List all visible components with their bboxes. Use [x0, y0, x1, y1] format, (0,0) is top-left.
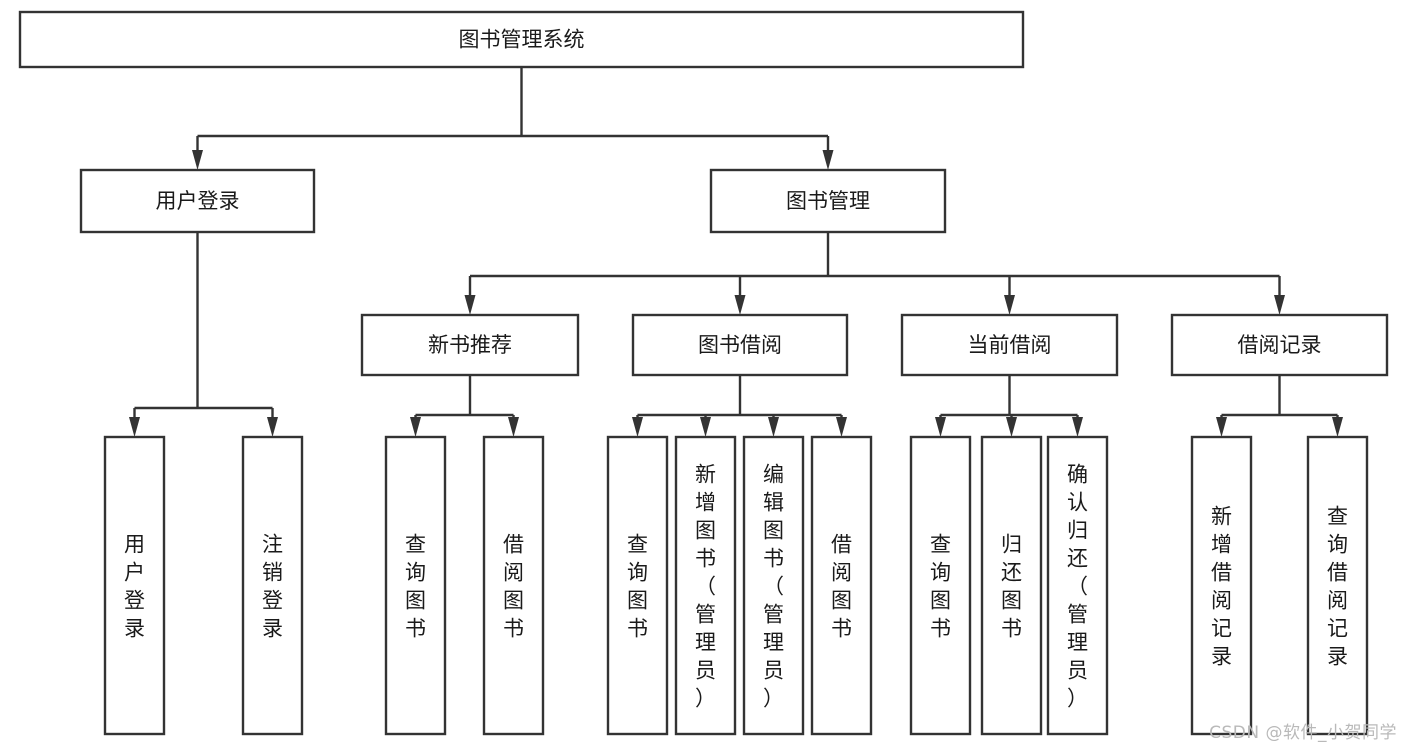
leaf-node-4[interactable]: 查询图书 — [606, 435, 669, 736]
level2-node-1[interactable]: 图书管理 — [709, 168, 947, 234]
leaf-node-8[interactable]: 查询图书 — [909, 435, 972, 736]
leaf-node-3[interactable]: 借阅图书 — [482, 435, 545, 736]
level3-node-0[interactable]: 新书推荐 — [360, 313, 580, 377]
arrow-to-借阅记录 — [1274, 295, 1285, 315]
arrow-to-leaf — [508, 417, 519, 437]
leaf-node-11-label: 新增借阅记录 — [1211, 505, 1232, 669]
leaf-node-7-box — [810, 435, 873, 736]
level2-node-0-box — [79, 168, 316, 234]
arrow-to-leaf — [1216, 417, 1227, 437]
level2-node-0-label: 用户登录 — [156, 189, 240, 213]
level3-node-1-label: 图书借阅 — [698, 333, 782, 357]
leaf-node-4-label: 查询图书 — [627, 533, 648, 641]
leaf-node-5-box — [674, 435, 737, 736]
arrow-to-leaf — [700, 417, 711, 437]
leaf-node-11[interactable]: 新增借阅记录 — [1190, 435, 1253, 736]
arrow-to-leaf — [1332, 417, 1343, 437]
leaf-node-5[interactable]: 新增图书（管理员） — [674, 435, 737, 736]
level2-node-0[interactable]: 用户登录 — [79, 168, 316, 234]
arrow-to-leaf — [768, 417, 779, 437]
leaf-node-9-label: 归还图书 — [1001, 533, 1022, 641]
leaf-node-4-box — [606, 435, 669, 736]
leaf-node-9-box — [980, 435, 1043, 736]
arrow-to-leaf — [267, 417, 278, 437]
level3-node-2-box — [900, 313, 1119, 377]
leaf-node-0-label: 用户登录 — [124, 533, 145, 641]
leaf-node-0-box — [103, 435, 166, 736]
leaf-node-11-box — [1190, 435, 1253, 736]
arrow-to-leaf — [129, 417, 140, 437]
level3-node-0-label: 新书推荐 — [428, 333, 512, 357]
arrow-to-新书推荐 — [464, 295, 476, 315]
level3-node-0-box — [360, 313, 580, 377]
leaf-node-7[interactable]: 借阅图书 — [810, 435, 873, 736]
arrow-to-图书借阅 — [734, 295, 746, 315]
level3-node-1-box — [631, 313, 849, 377]
arrow-to-用户登录 — [192, 150, 203, 170]
level2-node-1-label: 图书管理 — [786, 189, 870, 213]
leaf-node-3-box — [482, 435, 545, 736]
leaf-node-5-label: 新增图书（管理员） — [695, 463, 716, 711]
leaf-node-6-box — [742, 435, 805, 736]
root-node[interactable]: 图书管理系统 — [18, 10, 1025, 69]
leaf-node-10[interactable]: 确认归还（管理员） — [1046, 435, 1109, 736]
leaf-node-10-label: 确认归还（管理员） — [1067, 463, 1088, 711]
leaf-node-1[interactable]: 注销登录 — [241, 435, 304, 736]
leaf-node-12-box — [1306, 435, 1369, 736]
arrow-to-leaf — [935, 417, 946, 437]
level3-node-1[interactable]: 图书借阅 — [631, 313, 849, 377]
arrow-to-leaf — [1006, 417, 1017, 437]
leaf-node-8-box — [909, 435, 972, 736]
arrow-to-图书管理 — [822, 150, 834, 170]
level3-node-3-label: 借阅记录 — [1238, 333, 1322, 357]
leaf-node-12[interactable]: 查询借阅记录 — [1306, 435, 1369, 736]
root-node-label: 图书管理系统 — [459, 28, 585, 52]
arrow-to-当前借阅 — [1004, 295, 1015, 315]
leaf-node-2[interactable]: 查询图书 — [384, 435, 447, 736]
leaf-node-6-label: 编辑图书（管理员） — [763, 463, 784, 711]
connector-layer — [129, 67, 1343, 437]
leaf-node-12-label: 查询借阅记录 — [1327, 505, 1348, 669]
leaf-node-10-box — [1046, 435, 1109, 736]
arrow-to-leaf — [410, 417, 421, 437]
leaf-node-1-label: 注销登录 — [262, 533, 283, 641]
level3-node-2[interactable]: 当前借阅 — [900, 313, 1119, 377]
arrow-to-leaf — [632, 417, 643, 437]
level2-node-1-box — [709, 168, 947, 234]
arrow-to-leaf — [1072, 417, 1083, 437]
leaf-node-2-label: 查询图书 — [405, 533, 426, 641]
arrow-to-leaf — [836, 417, 847, 437]
leaf-node-1-box — [241, 435, 304, 736]
root-node-box — [18, 10, 1025, 69]
level3-node-3[interactable]: 借阅记录 — [1170, 313, 1389, 377]
leaf-node-2-box — [384, 435, 447, 736]
level3-node-2-label: 当前借阅 — [968, 333, 1052, 357]
level3-node-3-box — [1170, 313, 1389, 377]
leaf-node-3-label: 借阅图书 — [503, 533, 524, 641]
leaf-node-8-label: 查询图书 — [930, 533, 951, 641]
leaf-node-7-label: 借阅图书 — [831, 533, 852, 641]
leaf-node-0[interactable]: 用户登录 — [103, 435, 166, 736]
leaf-node-6[interactable]: 编辑图书（管理员） — [742, 435, 805, 736]
leaf-node-9[interactable]: 归还图书 — [980, 435, 1043, 736]
